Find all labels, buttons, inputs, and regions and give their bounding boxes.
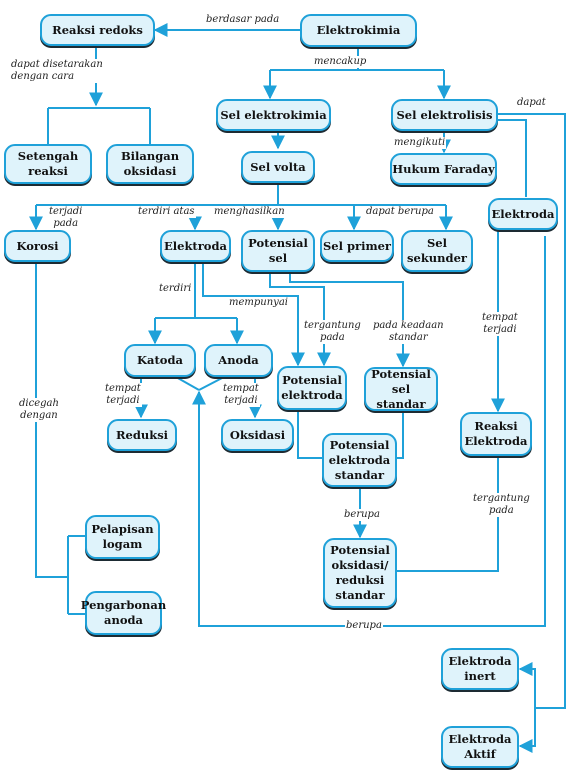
node-elektroda-kanan: Elektroda — [488, 198, 558, 230]
edge-split-setengah-bilangan — [47, 107, 151, 144]
node-setengah-reaksi: Setengah reaksi — [4, 144, 92, 184]
label-dicegah-dengan: dicegah dengan — [18, 398, 60, 422]
node-potensial-oksidasi-reduksi-standar: Potensial oksidasi/ reduksi standar — [323, 538, 397, 608]
label-dapat-berupa: dapat berupa — [365, 206, 435, 218]
edge-to-pes-right — [396, 411, 404, 459]
edge-pelapisan-pengarbonan — [67, 535, 85, 615]
node-sel-volta: Sel volta — [241, 151, 315, 183]
node-korosi: Korosi — [4, 230, 71, 262]
node-reaksi-elektroda: Reaksi Elektroda — [460, 412, 532, 456]
node-elektroda-aktif: Elektroda Aktif — [441, 726, 519, 768]
label-tempat-terjadi-katoda: tempat terjadi — [104, 383, 142, 407]
node-potensial-sel: Potensial sel — [241, 230, 315, 272]
node-elektroda: Elektroda — [160, 230, 231, 262]
edge-to-elektroda-kanan — [498, 119, 527, 197]
node-pelapisan-logam: Pelapisan logam — [85, 515, 160, 559]
label-berdasar-pada: berdasar pada — [205, 14, 281, 26]
node-elektrokimia: Elektrokimia — [300, 14, 417, 47]
label-dapat: dapat — [516, 97, 547, 109]
edge-to-pes-left — [297, 410, 322, 459]
edge-to-elektroda-inert — [518, 662, 536, 708]
label-pada-keadaan-standar: pada keadaan standar — [372, 320, 445, 344]
node-oksidasi: Oksidasi — [221, 419, 294, 451]
edge-dapat — [498, 113, 566, 709]
label-terdiri-atas: terdiri atas — [137, 206, 196, 218]
edge-katoda-anoda-merge — [175, 376, 225, 391]
node-potensial-elektroda-standar: Potensial elektroda standar — [322, 433, 397, 487]
edge-to-elektroda-aktif — [518, 708, 536, 753]
label-tempat-terjadi-kanan: tempat terjadi — [481, 312, 519, 336]
node-bilangan-oksidasi: Bilangan oksidasi — [106, 144, 194, 184]
edge-korosi-down — [35, 262, 68, 578]
node-potensial-sel-standar: Potensial sel standar — [364, 367, 438, 411]
label-menghasilkan: menghasilkan — [213, 206, 286, 218]
label-mengikuti: mengikuti — [393, 137, 447, 149]
node-sel-primer: Sel primer — [320, 230, 394, 262]
label-tergantung-pada-1: tergantung pada — [303, 320, 362, 344]
label-mencakup: mencakup — [313, 56, 368, 68]
node-anoda: Anoda — [204, 344, 273, 377]
node-reduksi: Reduksi — [107, 419, 177, 451]
label-berupa-1: berupa — [343, 509, 381, 521]
node-sel-elektrolisis: Sel elektrolisis — [391, 99, 498, 131]
node-pengarbonan-anoda: Pengarbonan anoda — [81, 591, 166, 635]
edge-mempunyai — [202, 262, 305, 367]
node-elektroda-inert: Elektroda inert — [441, 648, 519, 690]
label-mempunyai: mempunyai — [228, 297, 289, 309]
label-terjadi-pada: terjadi pada — [48, 206, 84, 230]
label-tergantung-pada-2: tergantung pada — [472, 493, 531, 517]
node-sel-elektrokimia: Sel elektrokimia — [216, 99, 331, 131]
label-tempat-terjadi-anoda: tempat terjadi — [222, 383, 260, 407]
node-potensial-elektroda: Potensial elektroda — [277, 366, 347, 410]
node-hukum-faraday: Hukum Faraday — [390, 153, 497, 185]
node-sel-sekunder: Sel sekunder — [401, 230, 473, 272]
label-dapat-disetarakan: dapat disetarakan dengan cara — [10, 59, 104, 83]
label-berupa-2: berupa — [345, 620, 383, 632]
label-terdiri: terdiri — [158, 283, 193, 295]
node-reaksi-redoks: Reaksi redoks — [40, 14, 155, 46]
node-katoda: Katoda — [124, 344, 196, 377]
